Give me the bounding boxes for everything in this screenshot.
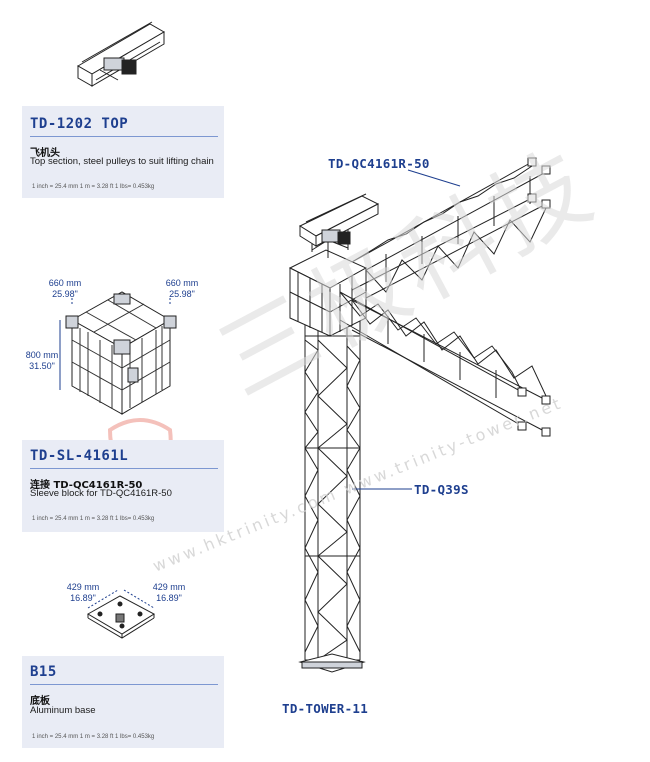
card-title: B15	[30, 664, 57, 680]
product-card-sleeve-block: TD-SL-4161L 连接 TD-QC4161R-50 Sleeve bloc…	[22, 440, 224, 532]
card-description: Aluminum base	[30, 705, 96, 716]
dim-mm: 660 mm	[48, 278, 82, 288]
leader-lines	[352, 169, 461, 490]
unit-conversion: 1 inch = 25.4 mm 1 m = 3.28 ft 1 lbs= 0.…	[32, 184, 155, 190]
card-divider	[30, 136, 218, 137]
dim-mm: 429 mm	[152, 582, 186, 592]
dim-mm: 800 mm	[25, 350, 59, 360]
dim-base-right: 429 mm 16.89"	[146, 582, 192, 604]
card-description: Sleeve block for TD-QC4161R-50	[30, 488, 172, 499]
dim-sleeve-height: 800 mm 31.50"	[24, 350, 60, 372]
dim-in: 25.98"	[52, 289, 78, 299]
card-name-cn: 飞机头	[30, 148, 60, 159]
dim-sleeve-width-right: 660 mm 25.98"	[157, 278, 207, 300]
callout-tower: TD-TOWER-11	[282, 701, 369, 716]
sleeve-block-drawing	[59, 291, 177, 415]
dim-mm: 429 mm	[66, 582, 100, 592]
top-section-drawing	[77, 21, 165, 87]
card-description: Top section, steel pulleys to suit lifti…	[30, 156, 214, 167]
card-title: TD-1202 TOP	[30, 116, 129, 132]
dim-mm: 660 mm	[165, 278, 199, 288]
card-name-cn: 连接 TD-QC4161R-50	[30, 480, 143, 491]
product-card-top-section: TD-1202 TOP 飞机头 Top section, steel pulle…	[22, 106, 224, 198]
dim-in: 25.98"	[169, 289, 195, 299]
card-name-cn: 底板	[30, 696, 50, 707]
tower-assembly-drawing	[288, 157, 551, 673]
base-plate-drawing	[86, 589, 156, 639]
callout-column: TD-Q39S	[414, 482, 469, 497]
card-title: TD-SL-4161L	[30, 448, 129, 464]
product-card-base: B15 底板 Aluminum base 1 inch = 25.4 mm 1 …	[22, 656, 224, 748]
dim-sleeve-width-left: 660 mm 25.98"	[40, 278, 90, 300]
dim-in: 16.89"	[156, 593, 182, 603]
card-divider	[30, 468, 218, 469]
dim-in: 16.89"	[70, 593, 96, 603]
dim-in: 31.50"	[29, 361, 55, 371]
callout-beam: TD-QC4161R-50	[328, 156, 430, 171]
unit-conversion: 1 inch = 25.4 mm 1 m = 3.28 ft 1 lbs= 0.…	[32, 734, 155, 740]
card-divider	[30, 684, 218, 685]
dim-base-left: 429 mm 16.89"	[60, 582, 106, 604]
unit-conversion: 1 inch = 25.4 mm 1 m = 3.28 ft 1 lbs= 0.…	[32, 516, 155, 522]
